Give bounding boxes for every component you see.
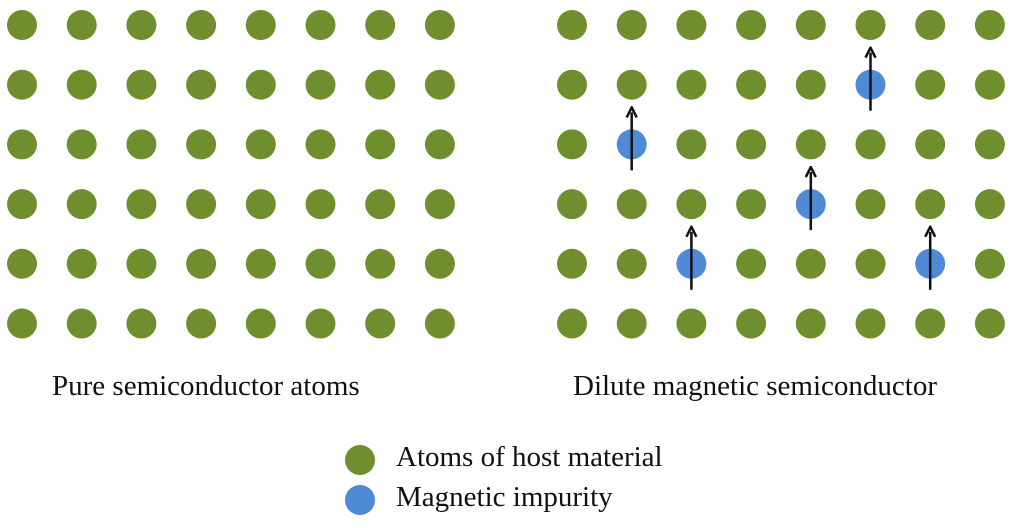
host-atom — [915, 10, 946, 40]
host-atom — [736, 248, 767, 279]
host-atom — [305, 248, 336, 279]
host-atom — [855, 129, 886, 160]
host-atom — [186, 189, 217, 220]
host-atom — [365, 189, 396, 220]
host-atom — [186, 10, 217, 40]
host-atom — [676, 10, 707, 40]
host-atom — [676, 308, 707, 339]
host-atom — [974, 10, 1005, 40]
host-atom — [915, 308, 946, 339]
host-atom — [66, 129, 97, 160]
host-atom — [424, 69, 455, 100]
host-atom — [557, 10, 587, 40]
host-atom — [795, 308, 826, 339]
host-atom — [186, 69, 217, 100]
host-atom — [616, 69, 647, 100]
host-atom — [305, 69, 336, 100]
host-atom — [365, 248, 396, 279]
host-atom — [795, 129, 826, 160]
host-atom — [616, 10, 647, 40]
host-atom — [126, 189, 157, 220]
host-atom — [305, 308, 336, 339]
host-atom — [676, 189, 707, 220]
host-atom — [557, 189, 587, 220]
host-atom — [676, 129, 707, 160]
host-atom — [126, 308, 157, 339]
host-atom — [616, 248, 647, 279]
host-atom — [186, 308, 217, 339]
host-atom — [795, 248, 826, 279]
legend-impurity-dot — [345, 485, 375, 515]
host-atom — [66, 189, 97, 220]
host-atom — [736, 69, 767, 100]
host-atom — [66, 10, 97, 40]
host-atom — [305, 189, 336, 220]
host-atom — [126, 10, 157, 40]
host-atom — [7, 189, 37, 220]
host-atom — [557, 129, 587, 160]
host-atom — [915, 129, 946, 160]
host-atom — [424, 129, 455, 160]
host-atom — [736, 129, 767, 160]
host-atom — [676, 69, 707, 100]
caption-pure: Pure semiconductor atoms — [52, 370, 360, 402]
host-atom — [305, 10, 336, 40]
host-atom — [7, 308, 37, 339]
host-atom — [974, 69, 1005, 100]
host-atom — [365, 308, 396, 339]
host-atom — [245, 10, 276, 40]
host-atom — [7, 129, 37, 160]
host-atom — [66, 308, 97, 339]
host-atom — [7, 10, 37, 40]
host-atom — [365, 10, 396, 40]
legend-host-label: Atoms of host material — [396, 441, 663, 473]
host-atom — [424, 308, 455, 339]
host-atom — [795, 69, 826, 100]
legend-host-dot — [345, 445, 375, 475]
caption-dilute: Dilute magnetic semiconductor — [573, 370, 938, 402]
host-atom — [126, 69, 157, 100]
host-atom — [855, 189, 886, 220]
host-atom — [736, 189, 767, 220]
host-atom — [245, 308, 276, 339]
host-atom — [186, 129, 217, 160]
host-atom — [736, 10, 767, 40]
host-atom — [245, 129, 276, 160]
host-atom — [974, 129, 1005, 160]
host-atom — [736, 308, 767, 339]
host-atom — [245, 189, 276, 220]
host-atom — [915, 69, 946, 100]
host-atom — [7, 69, 37, 100]
host-atom — [855, 10, 886, 40]
host-atom — [557, 308, 587, 339]
host-atom — [974, 248, 1005, 279]
host-atom — [424, 10, 455, 40]
host-atom — [795, 10, 826, 40]
host-atom — [855, 248, 886, 279]
host-atom — [974, 189, 1005, 220]
host-atom — [126, 248, 157, 279]
host-atom — [915, 189, 946, 220]
host-atom — [424, 248, 455, 279]
host-atom — [245, 248, 276, 279]
host-atom — [186, 248, 217, 279]
host-atom — [66, 69, 97, 100]
host-atom — [557, 248, 587, 279]
host-atom — [365, 69, 396, 100]
host-atom — [305, 129, 336, 160]
host-atom — [66, 248, 97, 279]
host-atom — [855, 308, 886, 339]
host-atom — [424, 189, 455, 220]
host-atom — [616, 189, 647, 220]
legend-impurity-label: Magnetic impurity — [396, 481, 613, 513]
host-atom — [245, 69, 276, 100]
host-atom — [557, 69, 587, 100]
host-atom — [7, 248, 37, 279]
host-atom — [365, 129, 396, 160]
host-atom — [616, 308, 647, 339]
host-atom — [974, 308, 1005, 339]
host-atom — [126, 129, 157, 160]
